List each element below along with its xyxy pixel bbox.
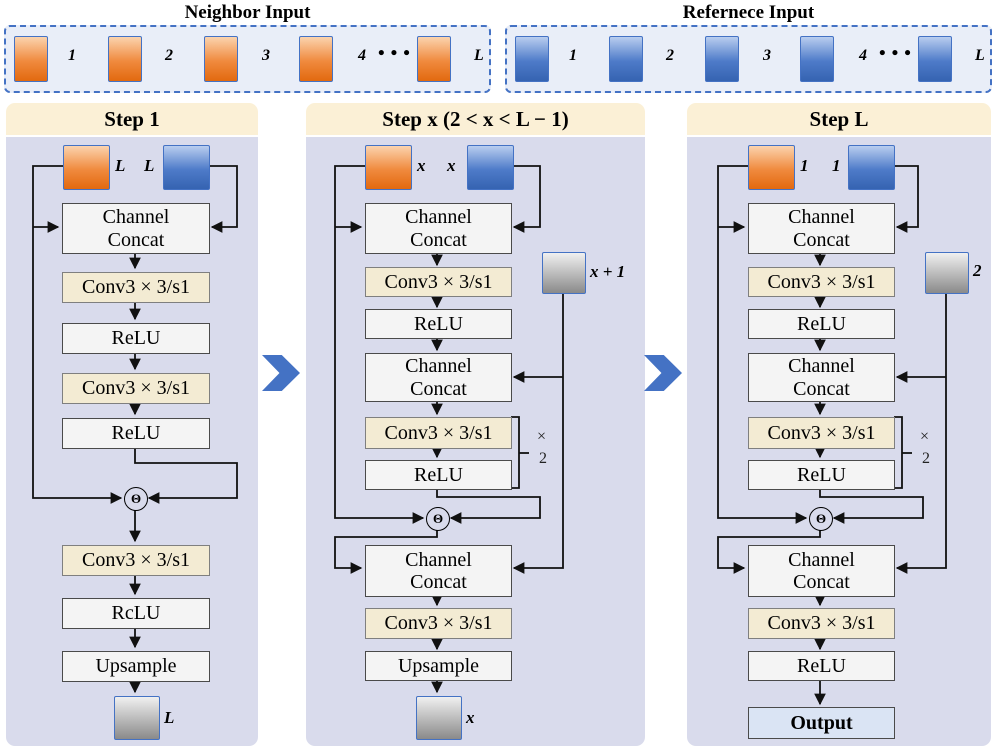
step1-header: Step 1 — [6, 103, 258, 137]
conv-box: Conv3 × 3/s1 — [748, 608, 895, 639]
frame-index-label: 3 — [763, 47, 771, 64]
reference-input-title: Refernece Input — [682, 2, 815, 23]
side-frame-label: 2 — [973, 261, 982, 280]
flow-connectors — [32, 165, 238, 694]
reference-input-group: Refernece Input 1 2 3 4 ••• L — [505, 1, 992, 93]
output-frame — [416, 696, 462, 740]
relu-box: ReLU — [365, 460, 512, 490]
frame-index-label: 3 — [262, 47, 270, 64]
conv-box: Conv3 × 3/s1 — [62, 272, 210, 303]
repeat-count: 2 — [539, 450, 547, 467]
next-step-chevron-icon — [262, 355, 300, 391]
upsample-box: Upsample — [62, 651, 210, 682]
reference-frame — [515, 36, 549, 82]
repeat-times-symbol: × — [537, 428, 547, 445]
channel-concat-box: Channel Concat — [748, 545, 895, 597]
neighbor-frame — [14, 36, 48, 82]
channel-concat-box: Channel Concat — [748, 203, 895, 254]
relu-box: ReLU — [62, 323, 210, 354]
conv-box: Conv3 × 3/s1 — [62, 545, 210, 576]
stepx-header: Step x (2 < x < L − 1) — [306, 103, 645, 137]
reference-frame — [467, 145, 514, 190]
conv-box: Conv3 × 3/s1 — [748, 267, 895, 297]
reference-frame-label: x — [447, 156, 456, 175]
stepx-body: x x Channel Concat Conv3 × 3/s1 ReLU Cha… — [306, 137, 645, 746]
next-step-chevron-icon — [644, 355, 682, 391]
relu-box: ReLU — [748, 460, 895, 490]
conv-box: Conv3 × 3/s1 — [748, 417, 895, 449]
upsample-box: Upsample — [365, 651, 512, 681]
stepL-header: Step L — [687, 103, 991, 137]
neighbor-input-group: Neighbor Input 1 2 3 4 ••• L — [4, 1, 491, 93]
merge-operator: Θ — [809, 507, 833, 531]
merge-operator: Θ — [124, 487, 148, 511]
merge-operator: Θ — [426, 507, 450, 531]
conv-box: Conv3 × 3/s1 — [365, 608, 512, 639]
relu-box: ReLU — [62, 418, 210, 449]
repeat-times-symbol: × — [920, 428, 930, 445]
neighbor-frame — [299, 36, 333, 82]
reference-frame — [848, 145, 895, 190]
neighbor-frame — [748, 145, 795, 190]
output-frame-label: L — [164, 708, 175, 727]
channel-concat-box: Channel Concat — [365, 203, 512, 254]
frame-index-label: L — [474, 47, 484, 64]
frame-index-label: 4 — [358, 47, 366, 64]
step1-body: L L Channel Concat Conv3 × 3/s1 ReLU Con… — [6, 137, 258, 746]
repeat-brace — [894, 416, 903, 489]
neighbor-frame — [365, 145, 412, 190]
relu-box: RcLU — [62, 598, 210, 629]
relu-box: ReLU — [748, 651, 895, 681]
frame-index-label: 2 — [165, 47, 173, 64]
conv-box: Conv3 × 3/s1 — [365, 267, 512, 297]
channel-concat-box: Channel Concat — [365, 353, 512, 402]
stepL-panel: Step L — [687, 103, 991, 746]
output-frame-label: x — [466, 708, 475, 727]
step1-panel: Step 1 — [6, 103, 258, 746]
frame-index-label: 1 — [569, 47, 577, 64]
channel-concat-box: Channel Concat — [365, 545, 512, 597]
neighbor-frame-label: x — [417, 156, 426, 175]
flow-connectors — [717, 165, 947, 706]
repeat-brace — [511, 416, 520, 489]
ellipsis-dots: ••• — [378, 43, 416, 64]
neighbor-frame — [63, 145, 110, 190]
repeat-count: 2 — [922, 450, 930, 467]
frame-index-label: 2 — [666, 47, 674, 64]
stepL-body: 1 1 Channel Concat Conv3 × 3/s1 ReLU Cha… — [687, 137, 991, 746]
frame-index-label: L — [975, 47, 985, 64]
neighbor-frame — [417, 36, 451, 82]
reference-frame — [918, 36, 952, 82]
neighbor-frame — [108, 36, 142, 82]
side-frame-label: x + 1 — [590, 262, 626, 281]
neighbor-frame-label: L — [115, 156, 126, 175]
conv-box: Conv3 × 3/s1 — [62, 373, 210, 404]
channel-concat-box: Channel Concat — [62, 203, 210, 254]
reference-frame-label: 1 — [832, 156, 841, 175]
reference-input-frames: 1 2 3 4 ••• L — [505, 25, 992, 93]
flow-connectors — [334, 165, 564, 694]
frame-index-label: 4 — [859, 47, 867, 64]
frame-index-label: 1 — [68, 47, 76, 64]
output-frame — [114, 696, 160, 740]
reference-frame-label: L — [144, 156, 155, 175]
output-box: Output — [748, 707, 895, 739]
ellipsis-dots: ••• — [879, 43, 917, 64]
neighbor-input-title: Neighbor Input — [184, 2, 311, 23]
relu-box: ReLU — [365, 309, 512, 339]
side-frame — [542, 252, 586, 294]
reference-frame — [163, 145, 210, 190]
stepx-panel: Step x (2 < x < L − 1) — [306, 103, 645, 746]
reference-frame — [800, 36, 834, 82]
side-frame — [925, 252, 969, 294]
reference-frame — [609, 36, 643, 82]
conv-box: Conv3 × 3/s1 — [365, 417, 512, 449]
neighbor-frame-label: 1 — [800, 156, 809, 175]
neighbor-input-frames: 1 2 3 4 ••• L — [4, 25, 491, 93]
relu-box: ReLU — [748, 309, 895, 339]
neighbor-frame — [204, 36, 238, 82]
reference-frame — [705, 36, 739, 82]
channel-concat-box: Channel Concat — [748, 353, 895, 402]
